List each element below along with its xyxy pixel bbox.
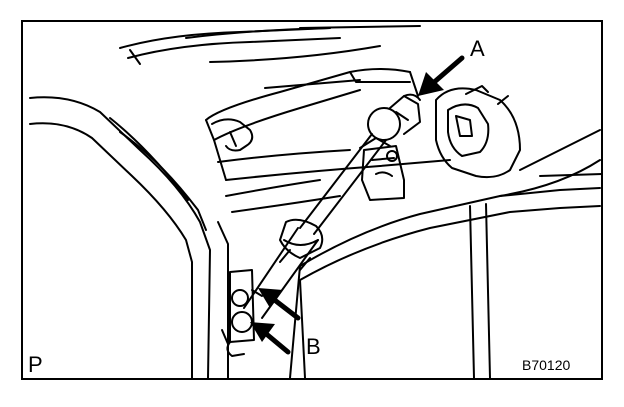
door-opening-frame [225, 129, 603, 379]
body-pillar [29, 96, 229, 379]
arrow-a-icon [418, 55, 465, 96]
back-door-upper-edge [205, 68, 451, 181]
label-a: A [470, 36, 485, 61]
figure-code: B70120 [522, 357, 570, 373]
roof-panel [119, 25, 421, 89]
arrow-b-lower-icon [250, 322, 291, 355]
lower-center-bracket [361, 145, 405, 201]
lower-mount [221, 269, 263, 357]
upper-bracket [435, 85, 521, 179]
label-b: B [306, 334, 321, 359]
arrow-b-upper-icon [258, 288, 301, 321]
view-label: P [28, 352, 43, 377]
